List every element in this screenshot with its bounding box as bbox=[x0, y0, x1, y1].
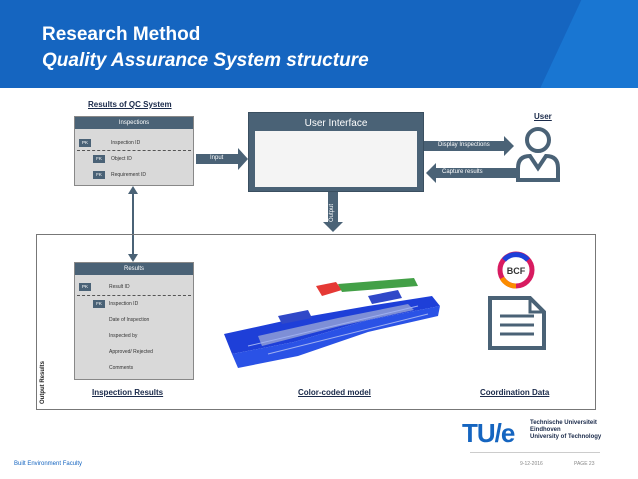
result-id-key: PK bbox=[79, 283, 91, 291]
results-qc-label: Results of QC System bbox=[88, 100, 172, 109]
inspection-id-key: PK bbox=[79, 139, 91, 147]
user-interface-box: User Interface bbox=[248, 112, 424, 192]
requirement-id-key: FK bbox=[93, 171, 105, 179]
object-id-field: Object ID bbox=[111, 156, 132, 162]
inspection-fk-field: Inspection ID bbox=[109, 301, 139, 307]
coordination-data-label: Coordination Data bbox=[480, 388, 550, 397]
footer-divider bbox=[470, 452, 600, 453]
inspections-table: Inspections PK Inspection ID FK Object I… bbox=[74, 116, 194, 186]
tue-logo: TU/e bbox=[462, 418, 515, 448]
comments-field: Comments bbox=[109, 365, 134, 371]
inspection-id-field: Inspection ID bbox=[111, 140, 141, 146]
footer-page: PAGE 23 bbox=[574, 461, 595, 467]
display-arrow-label: Display Inspections bbox=[438, 142, 490, 148]
color-coded-model-image bbox=[224, 278, 440, 368]
tue-line1: Technische Universiteit bbox=[530, 420, 597, 426]
output-results-label: Output Results bbox=[40, 361, 46, 404]
footer-faculty: Built Environment Faculty bbox=[14, 461, 83, 467]
bcf-text: BCF bbox=[507, 266, 526, 276]
date-field: Date of Inspection bbox=[109, 317, 150, 323]
results-table: Results PK Result ID FK Inspection ID Da… bbox=[74, 262, 194, 380]
result-id-field: Result ID bbox=[109, 284, 130, 290]
tue-line3: University of Technology bbox=[530, 434, 602, 440]
user-interface-title: User Interface bbox=[304, 118, 368, 129]
inspection-fk-key: FK bbox=[93, 300, 105, 308]
inspected-by-field: Inspected by bbox=[109, 333, 138, 339]
slide-title: Research Method bbox=[42, 24, 201, 45]
user-interface-panel bbox=[255, 131, 417, 187]
user-label: User bbox=[534, 112, 552, 121]
approved-rejected-field: Approved/ Rejected bbox=[109, 349, 153, 355]
color-model-label: Color-coded model bbox=[298, 388, 371, 397]
document-icon bbox=[488, 296, 546, 350]
table-separator bbox=[77, 150, 191, 151]
capture-arrow-label: Capture results bbox=[442, 169, 483, 175]
table-separator bbox=[77, 295, 191, 296]
tue-line2: Eindhoven bbox=[530, 427, 561, 433]
object-id-key: FK bbox=[93, 155, 105, 163]
user-icon bbox=[516, 127, 560, 182]
results-table-title: Results bbox=[75, 263, 193, 275]
requirement-id-field: Requirement ID bbox=[111, 172, 147, 178]
output-container bbox=[36, 234, 596, 410]
input-arrow-label: Input bbox=[210, 155, 224, 161]
bcf-logo: BCF bbox=[497, 251, 535, 289]
footer-date: 9-12-2016 bbox=[520, 461, 543, 467]
output-arrow-label: Output bbox=[329, 203, 335, 222]
inspections-table-title: Inspections bbox=[75, 117, 193, 129]
inspection-results-label: Inspection Results bbox=[92, 388, 164, 397]
title-banner: Research Method Quality Assurance System… bbox=[0, 0, 638, 88]
slide-subtitle: Quality Assurance System structure bbox=[42, 50, 369, 71]
